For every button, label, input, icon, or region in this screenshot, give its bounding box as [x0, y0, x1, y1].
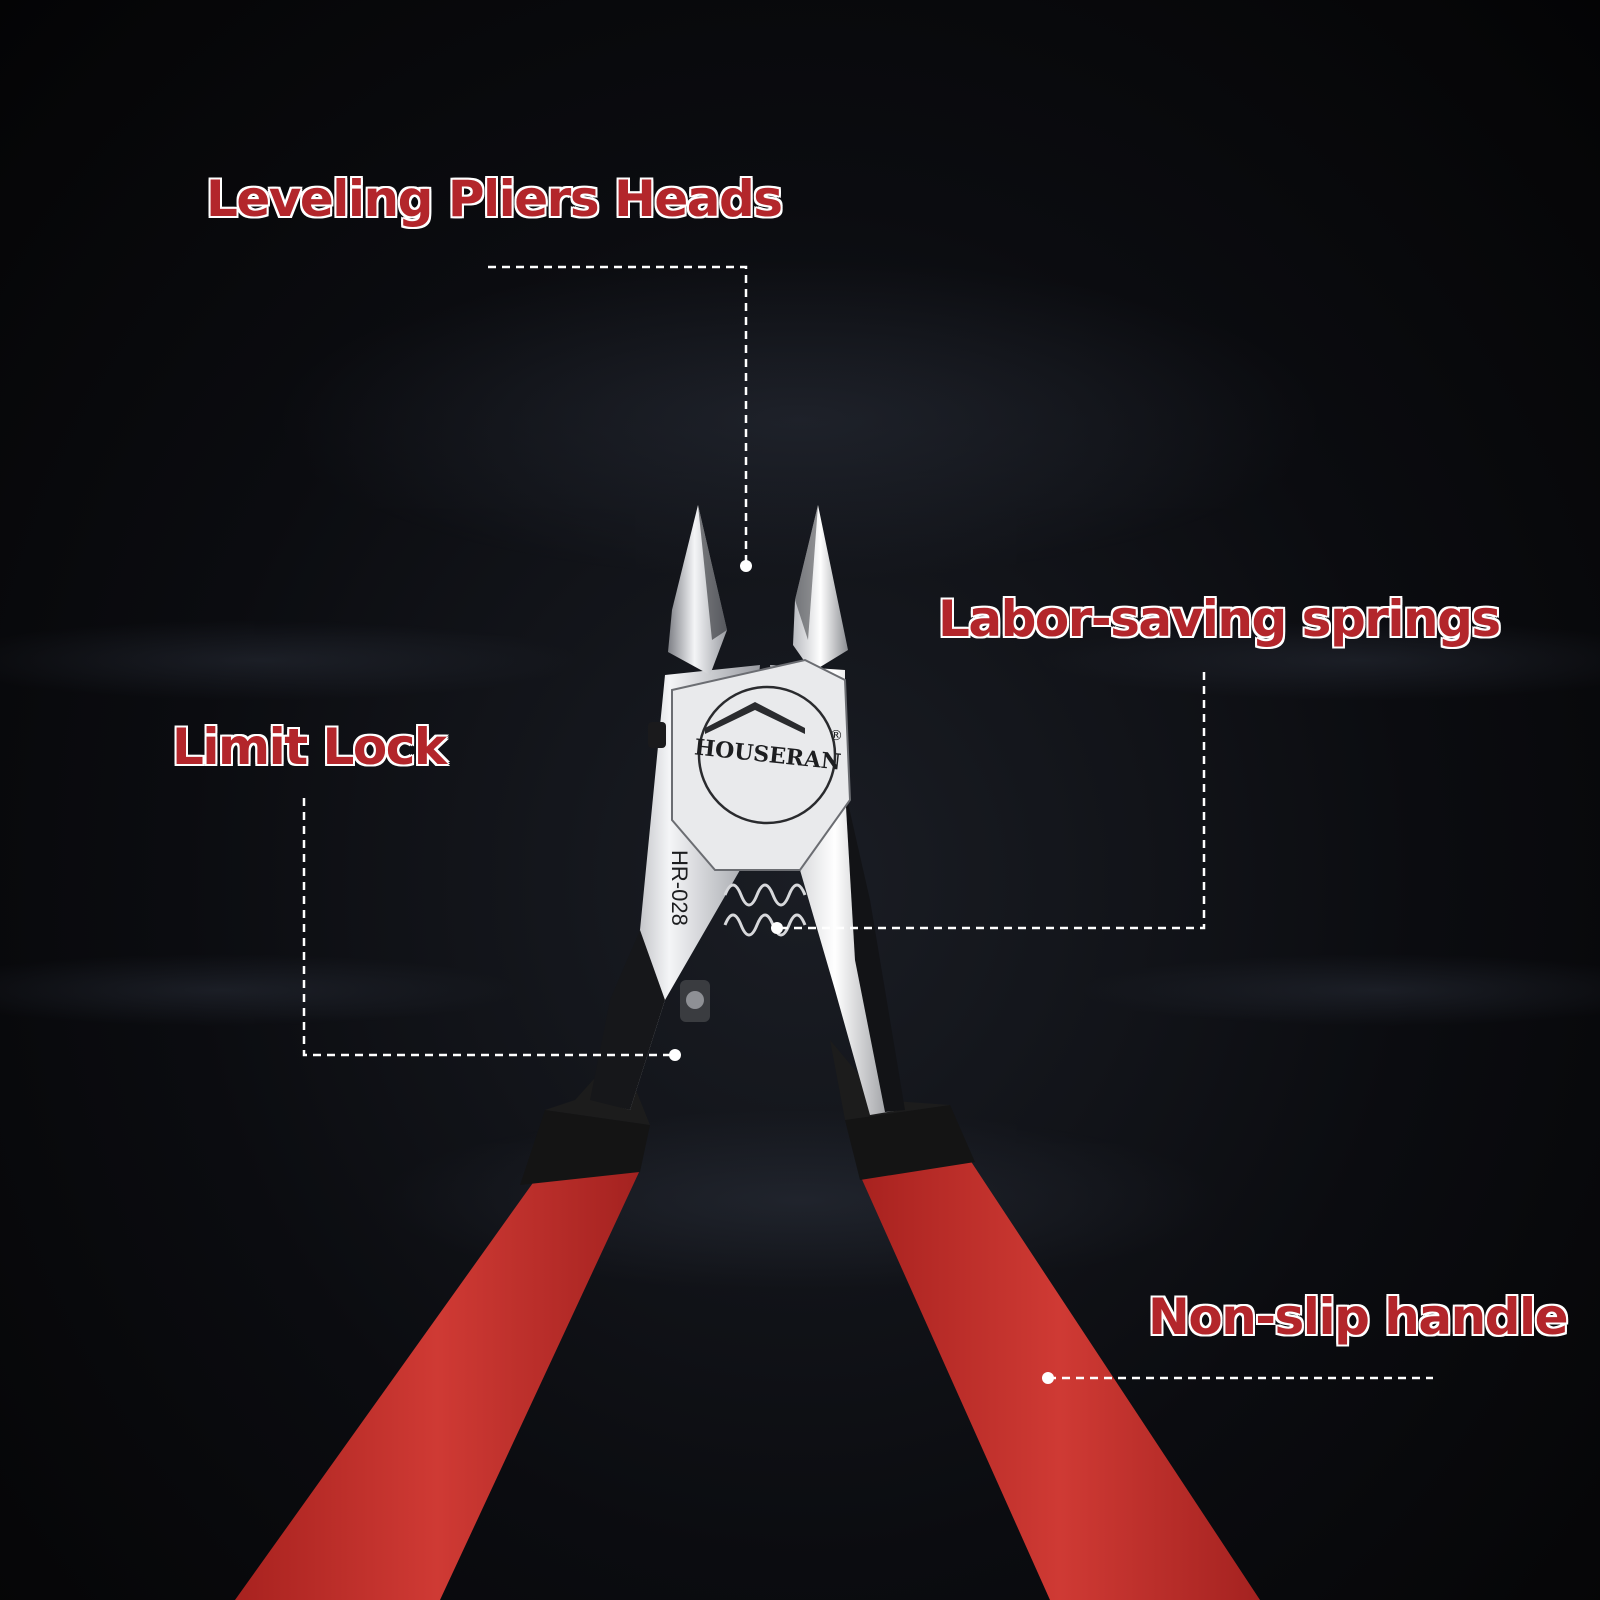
leader-dot-heads [740, 560, 752, 572]
pliers-jaws [668, 505, 848, 675]
leader-dots [669, 560, 1054, 1384]
callout-lock-label: Limit Lock [172, 718, 447, 776]
leader-dot-lock [669, 1049, 681, 1061]
callout-handle-label: Non-slip handle [1148, 1288, 1569, 1346]
leader-line-heads [488, 265, 748, 563]
leader-dot-handle [1042, 1372, 1054, 1384]
leader-dot-springs [771, 922, 783, 934]
spring [723, 883, 807, 937]
registered-mark: ® [829, 728, 843, 744]
pivot-head: HOUSERAN ® HR-028 [667, 658, 852, 926]
model-engraving: HR-028 [667, 850, 692, 926]
callout-springs-label: Labor-saving springs [938, 590, 1501, 648]
callout-heads-label: Leveling Pliers Heads [206, 170, 783, 228]
house-logo-icon [705, 702, 805, 734]
left-handle [235, 1050, 650, 1600]
right-handle [830, 1040, 1260, 1600]
limit-lock-knob [648, 722, 710, 1022]
leader-lines [302, 265, 1433, 1380]
leader-line-springs [777, 672, 1206, 930]
leader-line-lock [302, 798, 675, 1057]
pivot-circle [697, 685, 837, 825]
